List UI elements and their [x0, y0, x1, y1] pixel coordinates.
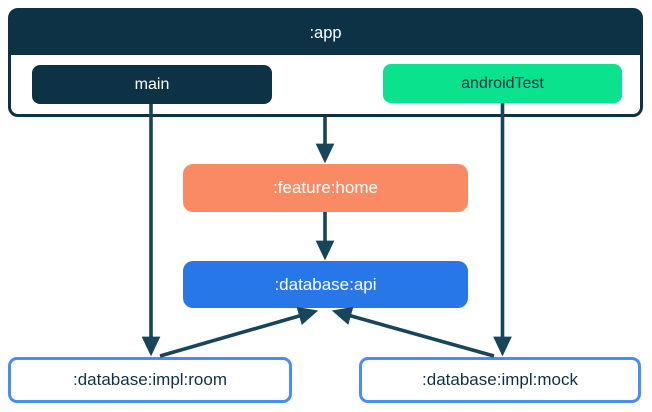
sourceset-androidtest-node: androidTest: [383, 64, 622, 103]
sourceset-main-node: main: [32, 65, 272, 104]
edge-database-impl-room-to-database-api: [159, 306, 319, 358]
edge-database-impl-mock-to-database-api: [331, 306, 495, 358]
database-impl-mock-node: :database:impl:mock: [359, 357, 641, 403]
feature-home-node: :feature:home: [183, 164, 468, 212]
database-api-node: :database:api: [183, 261, 468, 308]
app-module-title: :app: [11, 11, 640, 55]
app-module-container: :app main androidTest: [8, 8, 643, 117]
database-impl-room-node: :database:impl:room: [8, 357, 292, 403]
